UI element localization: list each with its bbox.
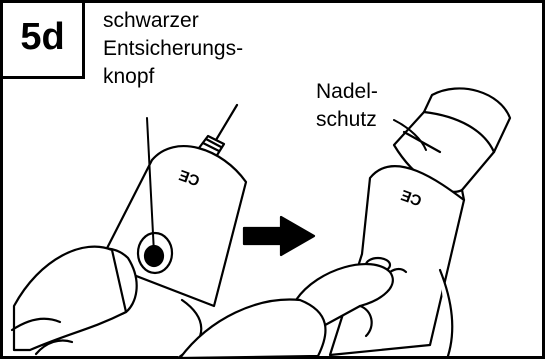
label-needle-guard: Nadel- schutz xyxy=(316,78,378,134)
needle xyxy=(216,105,237,140)
label-line: schutz xyxy=(316,106,378,134)
step-number: 5d xyxy=(3,14,82,60)
label-line: Nadel- xyxy=(316,78,378,106)
label-line: Entsicherungs- xyxy=(103,35,243,63)
right-arrow-icon xyxy=(244,217,314,255)
needle-guard xyxy=(424,88,510,152)
pen-body xyxy=(330,166,464,355)
safety-button-icon xyxy=(138,233,172,273)
label-line: knopf xyxy=(103,63,243,91)
label-safety-button: schwarzer Entsicherungs- knopf xyxy=(103,7,243,91)
left-fingers xyxy=(14,247,126,350)
label-line: schwarzer xyxy=(103,7,243,35)
step-badge: 5d xyxy=(3,3,85,79)
